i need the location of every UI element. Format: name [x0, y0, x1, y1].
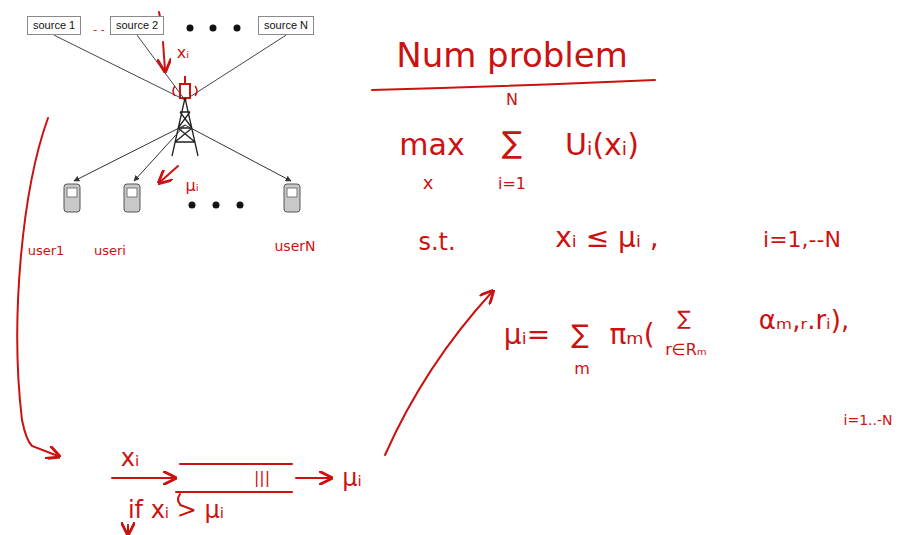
arrival-rate: xᵢ — [121, 446, 140, 470]
uplink-line — [54, 35, 185, 100]
box-text: source N — [264, 19, 308, 32]
phone-icon — [64, 184, 80, 212]
dash-mark: - - — [93, 24, 104, 35]
flow-arrow — [163, 42, 165, 70]
downlink — [74, 125, 185, 181]
source-box: source 2 — [110, 16, 164, 35]
sum-limit: N — [506, 92, 518, 108]
queue-out-arrow — [296, 477, 330, 479]
phones — [64, 184, 300, 212]
index-range: i=1..-N — [844, 413, 893, 427]
user-label: userN — [274, 239, 315, 253]
sum-index: r∈Rₘ — [665, 342, 707, 358]
queue-box — [176, 464, 292, 492]
rate-arrow — [160, 166, 178, 182]
dot — [237, 202, 244, 209]
source-box: source 1 — [27, 16, 81, 35]
flow-label: xᵢ — [177, 45, 189, 61]
rate-label: μᵢ — [185, 178, 198, 194]
downlinks — [74, 125, 291, 181]
dot — [234, 25, 241, 32]
dot — [189, 202, 196, 209]
heading: Num problem — [396, 38, 628, 72]
sum-index: m — [574, 361, 590, 377]
downlink — [134, 125, 185, 181]
phone-icon — [284, 184, 300, 212]
box-text: source 2 — [116, 19, 158, 32]
user-label: user1 — [28, 244, 65, 257]
math-term: αₘ,ᵣ.rᵢ), — [759, 307, 849, 333]
service-rate: μᵢ — [342, 466, 362, 490]
constraint: xᵢ ≤ μᵢ , — [555, 224, 658, 252]
tower-icon — [172, 76, 198, 156]
signal-arcs — [173, 86, 197, 96]
sum-symbol: ∑ — [571, 321, 589, 347]
sum-symbol: ∑ — [502, 128, 522, 158]
title-underline — [372, 80, 655, 90]
dot — [210, 25, 217, 32]
antenna — [184, 76, 186, 84]
queue-content: ||| — [254, 470, 270, 486]
source-box: source N — [258, 16, 314, 35]
bracket-arrow — [17, 118, 58, 456]
link-arrow — [385, 292, 492, 455]
source-links — [54, 35, 286, 100]
math-operator: max — [399, 130, 464, 160]
utility-term: Uᵢ(xᵢ) — [565, 130, 639, 160]
sum-index: i=1 — [498, 176, 526, 192]
math-variable: x — [423, 174, 434, 192]
sum-symbol: ∑ — [677, 308, 690, 328]
math-term: πₘ( — [609, 321, 654, 349]
uplink-line — [185, 35, 286, 100]
annotations — [17, 12, 655, 533]
box-text: source 1 — [33, 19, 75, 32]
tower-lattice — [172, 98, 198, 156]
user-label: useri — [94, 244, 126, 257]
down-arrow — [127, 525, 129, 533]
phone-icon — [124, 184, 140, 212]
condition: if xᵢ > μᵢ — [128, 498, 224, 522]
dot — [213, 202, 220, 209]
constraint-label: s.t. — [418, 230, 455, 254]
queue-in-arrow — [112, 477, 174, 479]
downlink — [185, 125, 291, 181]
antenna — [180, 84, 190, 98]
index-range: i=1,--N — [763, 229, 841, 251]
dot — [187, 25, 194, 32]
rate-equation: μᵢ= — [504, 321, 550, 349]
